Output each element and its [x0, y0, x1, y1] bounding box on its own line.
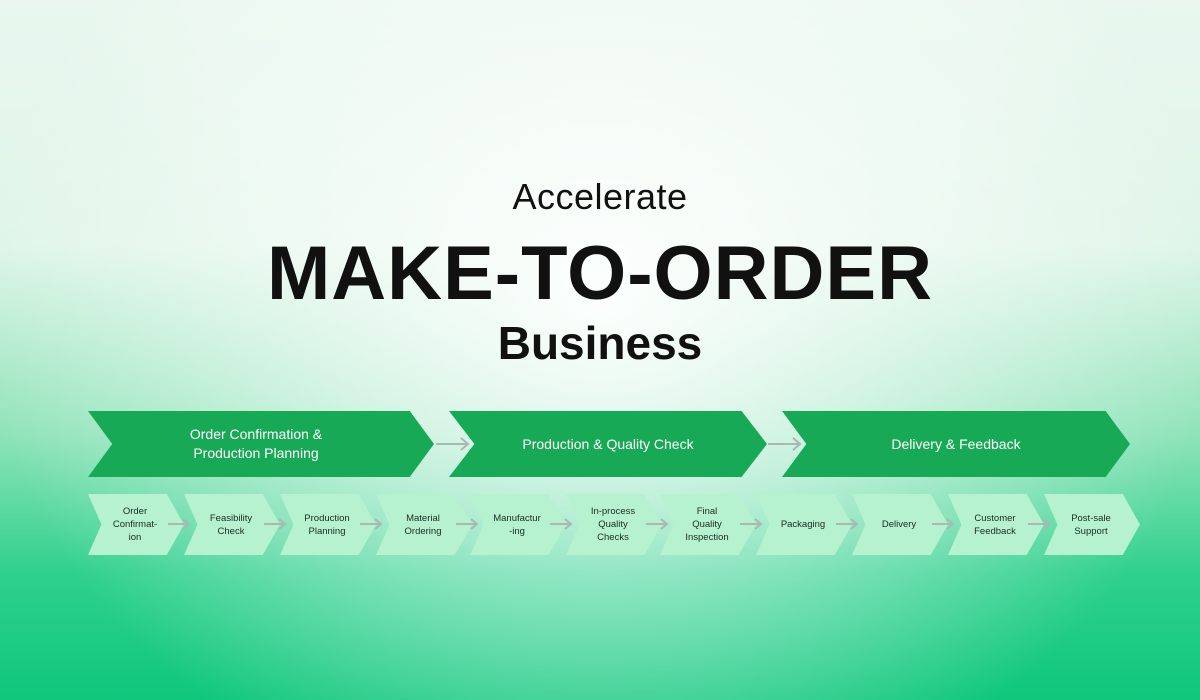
page-title: MAKE-TO-ORDER: [266, 231, 933, 316]
step-label-line: Material: [406, 512, 440, 524]
phase-label-line: Delivery & Feedback: [891, 435, 1021, 452]
phase-production-quality-check: Production & Quality Check: [449, 411, 767, 477]
step-label-line: Planning: [308, 525, 346, 537]
phase-delivery-feedback: Delivery & Feedback: [782, 411, 1130, 477]
arrow-right-icon: [768, 435, 804, 453]
step-label-line: Production: [304, 512, 350, 524]
step-label-line: ion: [128, 532, 142, 543]
phase-order-confirmation-planning: Order Confirmation & Production Planning: [88, 411, 434, 477]
step-label-line: Support: [1074, 525, 1108, 537]
arrow-right-icon: [932, 517, 956, 531]
arrow-right-icon: [646, 517, 670, 531]
arrow-right-icon: [740, 517, 764, 531]
step-label-line: Order: [122, 506, 148, 517]
arrow-right-icon: [456, 517, 480, 531]
step-label-line: Manufactur: [493, 512, 541, 524]
step-label-line: Feedback: [974, 525, 1016, 537]
arrow-right-icon: [436, 435, 472, 453]
step-label-line: Inspection: [685, 532, 729, 543]
step-label-line: In-process: [590, 506, 636, 517]
step-label-line: Post-sale: [1071, 512, 1111, 524]
step-label-line: Quality: [598, 519, 628, 530]
step-label-line: Final: [696, 506, 718, 517]
step-label-line: Checks: [597, 532, 629, 543]
arrow-right-icon: [836, 517, 860, 531]
phase-label-line: Order Confirmation &: [189, 426, 323, 442]
step-label-line: Delivery: [881, 519, 917, 530]
step-label-line: Feasibility: [209, 512, 253, 524]
arrow-right-icon: [264, 517, 288, 531]
pretitle: Accelerate: [512, 176, 688, 217]
step-label-line: Packaging: [780, 519, 826, 530]
step-label-line: Quality: [692, 519, 722, 530]
subtitle: Business: [497, 317, 703, 369]
phase-label-line: Production & Quality Check: [522, 435, 694, 452]
step-label-line: Confirmat-: [112, 519, 158, 530]
step-label-line: Customer: [974, 512, 1016, 524]
arrow-right-icon: [360, 517, 384, 531]
arrow-right-icon: [168, 517, 192, 531]
step-label-line: Ordering: [404, 525, 442, 537]
phase-label-line: Production Planning: [193, 445, 319, 461]
step-label-line: Check: [217, 525, 245, 537]
arrow-right-icon: [1028, 517, 1052, 531]
step-label-line: -ing: [509, 525, 525, 537]
arrow-right-icon: [550, 517, 574, 531]
